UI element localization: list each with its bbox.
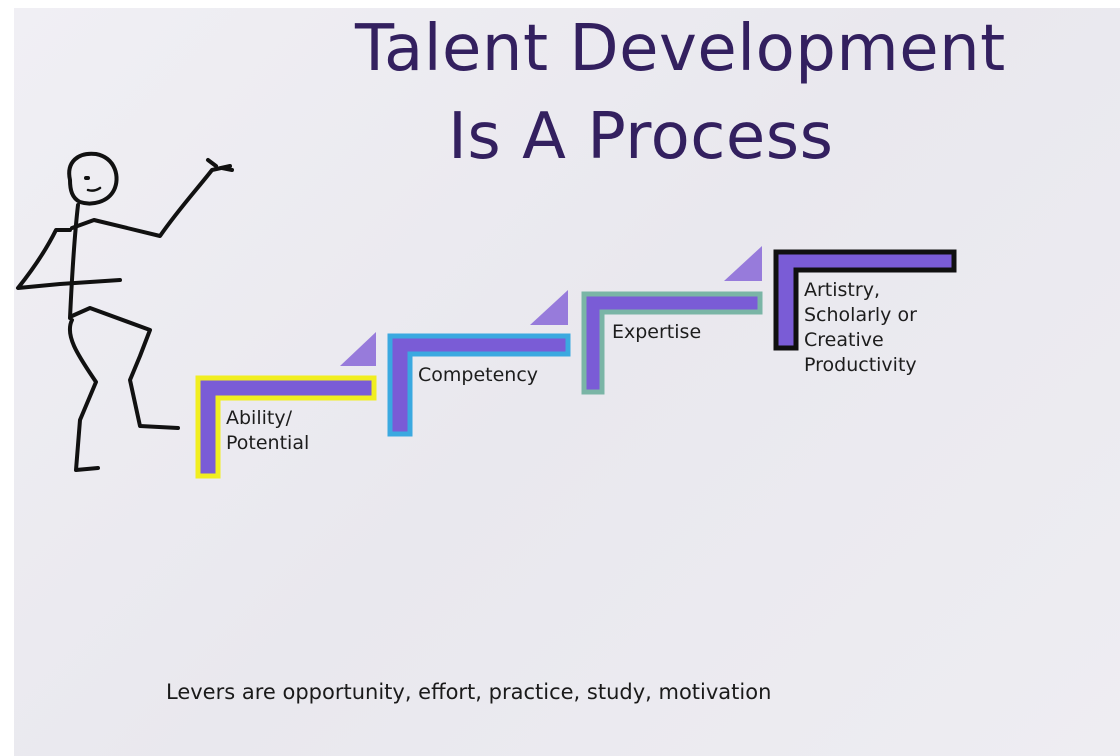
step-label-expertise: Expertise	[612, 320, 701, 345]
triangle-arrow-icon	[340, 332, 376, 366]
triangle-arrow-icon	[530, 290, 568, 325]
stick-figure-icon	[16, 151, 234, 472]
step-label-ability: Ability/ Potential	[226, 406, 309, 456]
step-label-line: Creative	[804, 329, 884, 351]
step-label-line: Competency	[418, 364, 539, 386]
step-label-competency: Competency	[418, 363, 538, 388]
footer-levers-text: Levers are opportunity, effort, practice…	[166, 680, 772, 704]
step-label-line: Expertise	[612, 321, 702, 343]
step-competency	[387, 333, 571, 437]
step-label-artistry: Artistry, Scholarly or Creative Producti…	[804, 278, 917, 378]
step-label-line: Ability/	[226, 407, 292, 429]
step-label-line: Potential	[226, 432, 310, 454]
step-label-line: Artistry,	[804, 279, 880, 301]
title-line-2: Is A Process	[448, 100, 834, 174]
step-label-line: Productivity	[804, 354, 917, 376]
step-label-line: Scholarly or	[804, 304, 917, 326]
title-line-1: Talent Development	[355, 12, 1006, 86]
triangle-arrow-icons	[340, 246, 762, 366]
step-artistry	[773, 249, 957, 351]
step-expertise	[581, 291, 763, 395]
step-ability	[195, 375, 377, 479]
triangle-arrow-icon	[724, 246, 762, 281]
